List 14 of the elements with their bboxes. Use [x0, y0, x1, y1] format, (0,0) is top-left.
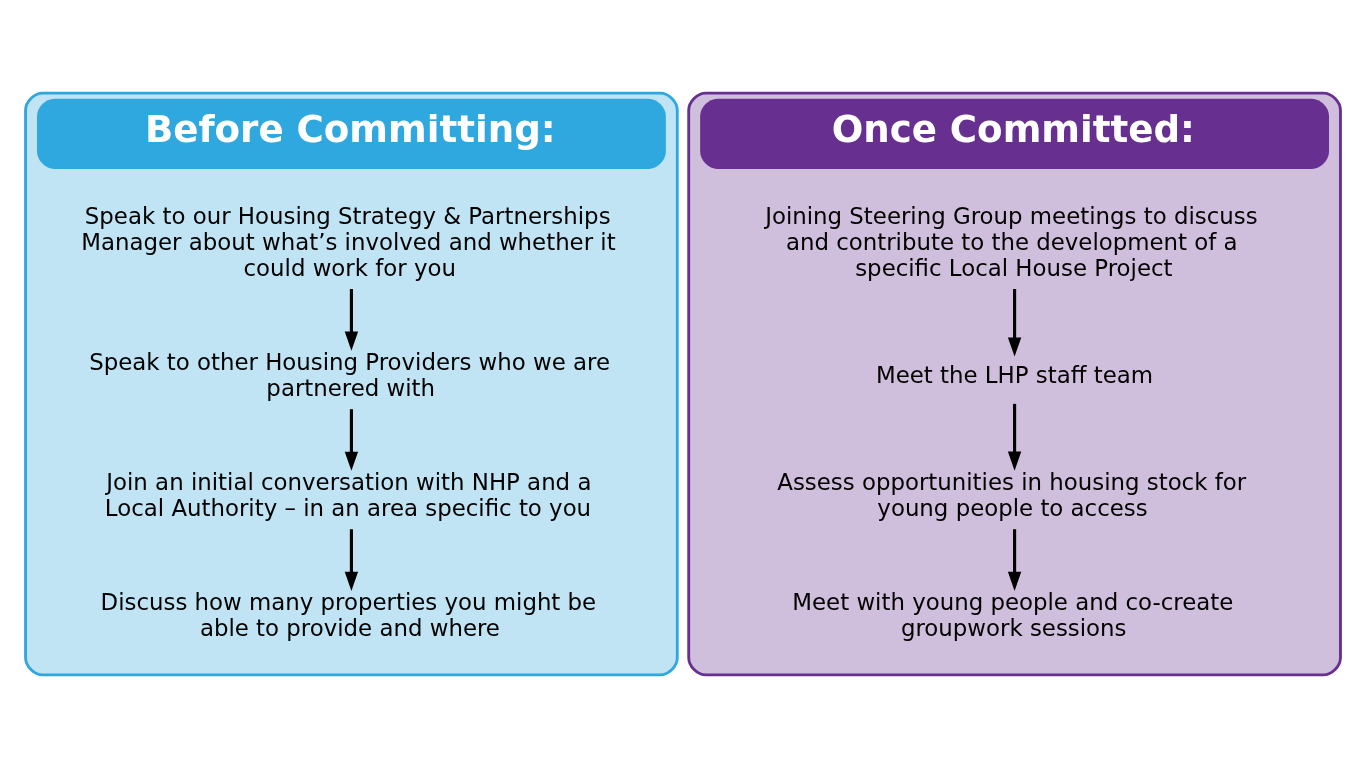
node-text: Speak to our Housing Strategy & Partnerships Manager about what’s involved and whether it could work for you [81, 203, 616, 281]
node-text: Speak to other Housing Providers who we are partnered with [89, 349, 611, 401]
node-text: Join an initial conversation with NHP and a Local Authority – in an area specific to you [104, 469, 592, 521]
node-text: Discuss how many properties you might be able to provide and where [100, 589, 597, 641]
node-text: Meet the LHP staff team [875, 362, 1153, 388]
node-text: Meet with young people and co-create groupwork sessions [792, 589, 1234, 641]
arrow [344, 409, 359, 471]
arrow [1007, 403, 1022, 471]
arrow [1007, 289, 1022, 357]
node-text: Assess opportunities in housing stock for young people to access [777, 469, 1247, 521]
arrow [1007, 529, 1022, 591]
arrow [344, 289, 359, 351]
node-text: Joining Steering Group meetings to discuss and contribute to the development of a specific Local House Project [765, 203, 1258, 281]
arrow [344, 529, 359, 591]
